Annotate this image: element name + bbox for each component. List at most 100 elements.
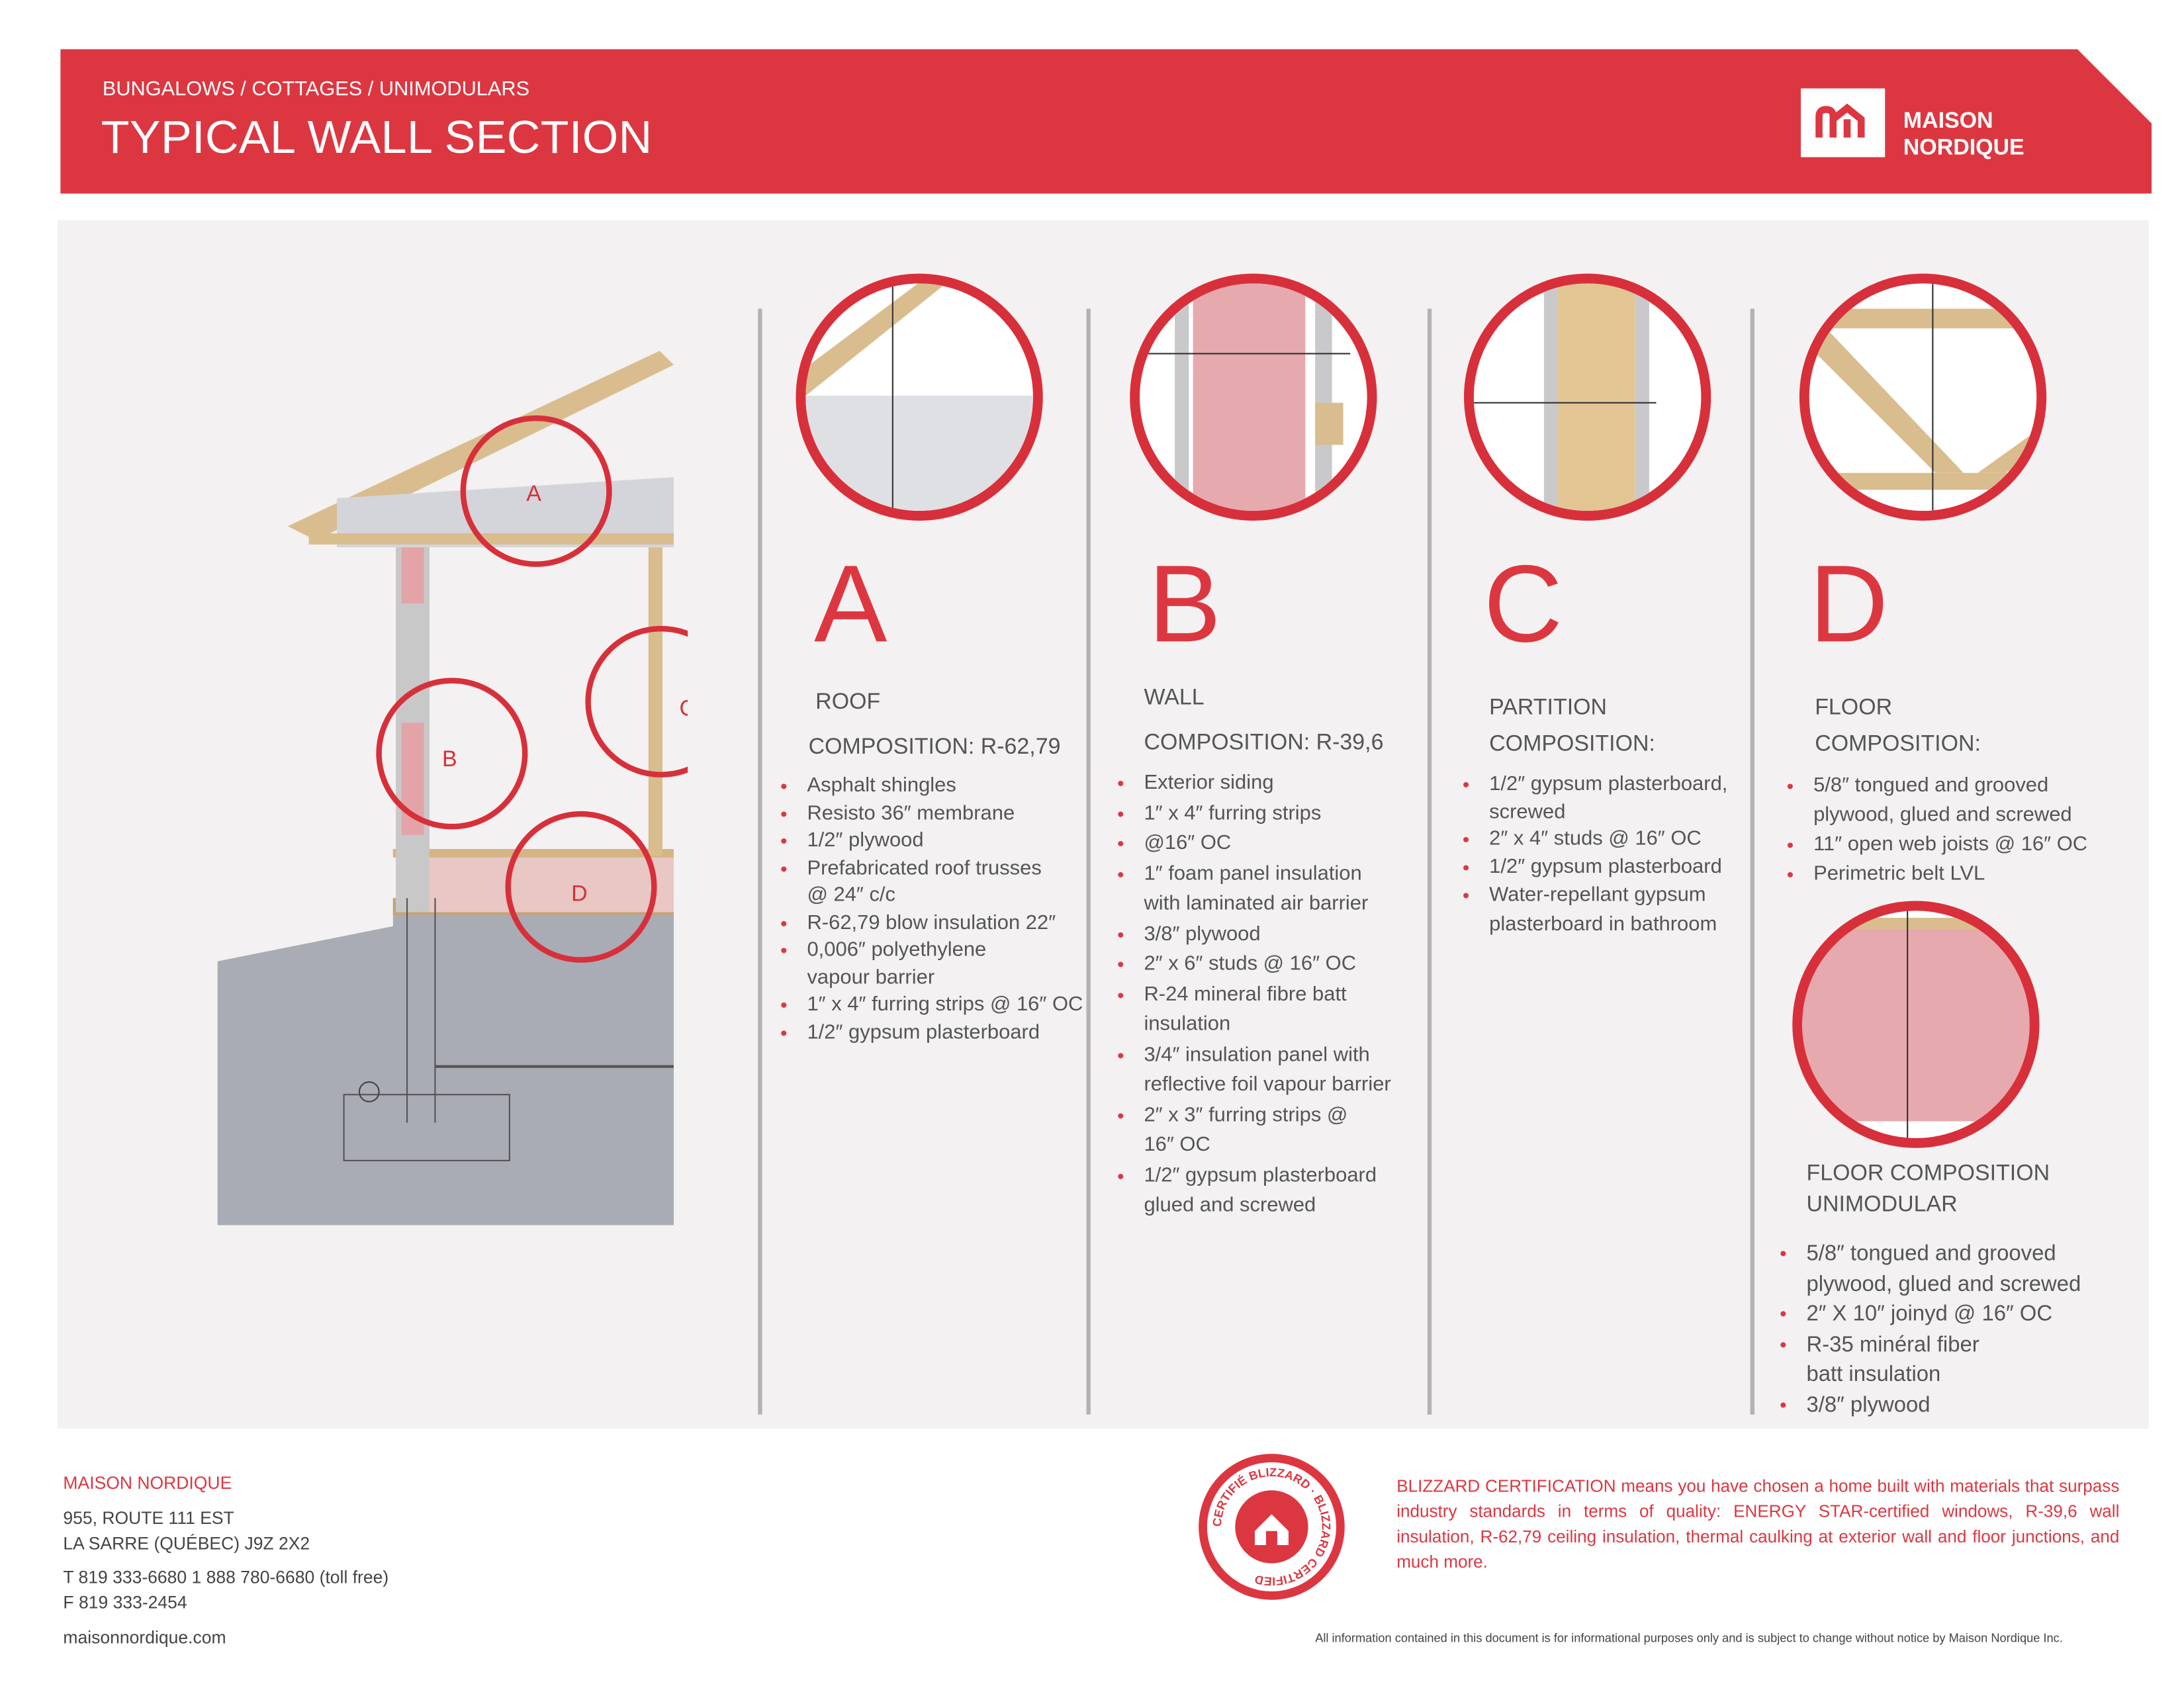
bullet-icon: • [1786,833,1794,856]
floor-detail-circle [1799,273,2047,521]
list-item-text: 1″ x 4″ furring strips [1144,802,1322,824]
blizzard-certified-seal-icon: CERTIFIÉ BLIZZARD · BLIZZARD CERTIFIED [1199,1454,1345,1600]
wall-composition: COMPOSITION: R-39,6 [1144,731,1384,755]
list-item-text: 1/2″ gypsum plasterboard [807,1020,1040,1044]
bullet-icon: • [1780,1241,1787,1265]
list-item: • 11″ open web joists @ 16″ OC [1787,831,2094,861]
bullet-icon: • [1117,922,1124,946]
list-item-text: 1/2″ gypsum plasterboard, screwed [1489,773,1728,823]
roof-composition: COMPOSITION: R-62,79 [808,735,1061,760]
bullet-icon: • [780,856,788,879]
list-item-text: @16″ OC [1144,832,1232,855]
list-item-text: 11″ open web joists @ 16″ OC [1813,833,2088,856]
address-line-2: LA SARRE (QUÉBEC) J9Z 2X2 [63,1534,310,1554]
floor-composition: COMPOSITION: [1815,733,1981,757]
list-item: •1″ foam panel insulation with laminated… [1117,860,1403,920]
section-letter-c: C [1483,541,1563,666]
list-item: • 5/8″ tongued and grooved plywood, glued… [1780,1239,2122,1300]
section-letter-a: A [814,541,887,666]
blizzard-certification-text: BLIZZARD CERTIFICATION means you have ch… [1396,1476,2120,1572]
list-item: •1″ x 4″ furring strips [1117,799,1403,830]
header-banner: BUNGALOWS / COTTAGES / UNIMODULARS TYPIC… [60,49,2152,194]
list-item: • Prefabricated roof trusses @ 24″ c/c [780,856,1052,911]
list-item-text: 3/8″ plywood [1806,1392,1931,1417]
bullet-icon: • [1117,953,1124,975]
list-item: •2″ x 6″ studs @ 16″ OC [1117,950,1403,981]
unimodular-title: FLOOR COMPOSITION UNIMODULAR [1806,1162,2050,1217]
footer-company-name: MAISON NORDIQUE [63,1473,232,1493]
list-item-text: Water-repellant gypsum plasterboard in b… [1489,884,1717,936]
list-item: •@16″ OC [1117,829,1403,860]
drawing-label-b: B [442,746,457,772]
list-item: • 2″ X 10″ joinyd @ 16″ OC [1780,1300,2122,1330]
wall-list: •Exterior siding •1″ x 4″ furring strips… [1117,769,1403,1222]
website-link[interactable]: maisonnordique.com [63,1628,226,1648]
list-item: •Perimetric belt LVL [1787,860,2094,890]
floor-list: •5/8″ tongued and grooved plywood, glued… [1787,772,2094,890]
list-item: • 3/8″ plywood [1780,1390,2122,1421]
list-item-text: 5/8″ tongued and grooved plywood, glued … [1806,1241,2081,1296]
list-item: • 1/2″ gypsum plasterboard [1463,854,1742,881]
phone: T 819 333-6680 1 888 780-6680 (toll free… [63,1567,389,1587]
list-item-text: 1″ x 4″ furring strips @ 16″ OC [807,993,1083,1016]
section-title-floor: FLOOR [1815,695,1893,720]
list-item-text: Exterior siding [1144,772,1274,795]
list-item-text: 3/8″ plywood [1144,922,1261,946]
bullet-icon: • [1462,773,1470,796]
list-item-text: R-62,79 blow insulation 22″ [807,911,1056,934]
bullet-icon: • [1786,774,1794,797]
list-item: •5/8″ tongued and grooved plywood, glued… [1787,772,2094,830]
bullet-icon: • [1462,828,1470,851]
wall-detail-circle [1130,273,1377,521]
bullet-icon: • [780,938,788,961]
list-item: • R-62,79 blow insulation 22″ [780,910,1087,937]
column-divider [1427,308,1432,1415]
list-item: • Water-repellant gypsum plasterboard in … [1463,881,1742,940]
bullet-icon: • [1117,772,1124,795]
list-item: •R-24 mineral fibre batt insulation [1117,980,1375,1040]
list-item: •Resisto 36″ membrane [780,801,1087,828]
section-letter-d: D [1809,541,1889,666]
bullet-icon: • [780,911,788,934]
logo-mark-icon [1800,88,1886,157]
column-divider [1750,308,1754,1415]
header-subtitle: BUNGALOWS / COTTAGES / UNIMODULARS [102,78,530,101]
list-item: •2″ x 3″ furring strips @ 16″ OC [1117,1101,1354,1161]
list-item-text: 0,006″ polyethylene vapour barrier [807,938,987,989]
bullet-icon: • [1462,884,1470,907]
bullet-icon: • [1117,862,1124,885]
address-line-1: 955, ROUTE 111 EST [63,1508,234,1529]
logo-line-1: MAISON [1903,109,1993,134]
list-item: • 1″ x 4″ furring strips @ 16″ OC [780,992,1087,1019]
list-item-text: 1/2″ gypsum plasterboard [1489,855,1722,878]
list-item: • 2″ x 4″ studs @ 16″ OC [1463,826,1742,854]
bullet-icon: • [780,993,788,1016]
page-title: TYPICAL WALL SECTION [101,111,653,163]
list-item-text: 3/4″ insulation panel with reflective fo… [1144,1043,1391,1096]
partition-detail-circle [1463,273,1711,521]
bullet-icon: • [1780,1392,1787,1415]
disclaimer: All information contained in this docume… [1315,1630,2063,1645]
bullet-icon: • [780,802,788,824]
list-item-text: 1/2″ plywood [807,829,924,852]
section-title-wall: WALL [1144,686,1205,711]
list-item-text: 2″ x 4″ studs @ 16″ OC [1489,828,1702,851]
wall-section-drawing: A C B D [217,351,688,1225]
partition-list: • 1/2″ gypsum plasterboard, screwed • 2″ x… [1463,772,1742,940]
bullet-icon: • [1780,1302,1787,1325]
list-item-text: R-24 mineral fibre batt insulation [1144,983,1347,1036]
column-divider [758,308,762,1415]
list-item: • 1/2″ gypsum plasterboard, screwed [1463,772,1742,826]
drawing-label-d: D [571,881,588,907]
list-item: •Asphalt shingles [780,774,1087,801]
bullet-icon: • [1462,855,1470,878]
list-item: • 3/8″ plywood [1117,920,1403,950]
list-item-text: Asphalt shingles [807,774,956,797]
list-item-text: 2″ X 10″ joinyd @ 16″ OC [1806,1302,2053,1327]
list-item: •3/4″ insulation panel with reflective f… [1117,1041,1403,1101]
list-item: • Exterior siding [1117,769,1403,799]
drawing-label-c: C [679,696,688,721]
list-item-text: Prefabricated roof trusses @ 24″ c/c [807,856,1042,907]
unimodular-floor-list: • 5/8″ tongued and grooved plywood, glued… [1780,1239,2122,1421]
